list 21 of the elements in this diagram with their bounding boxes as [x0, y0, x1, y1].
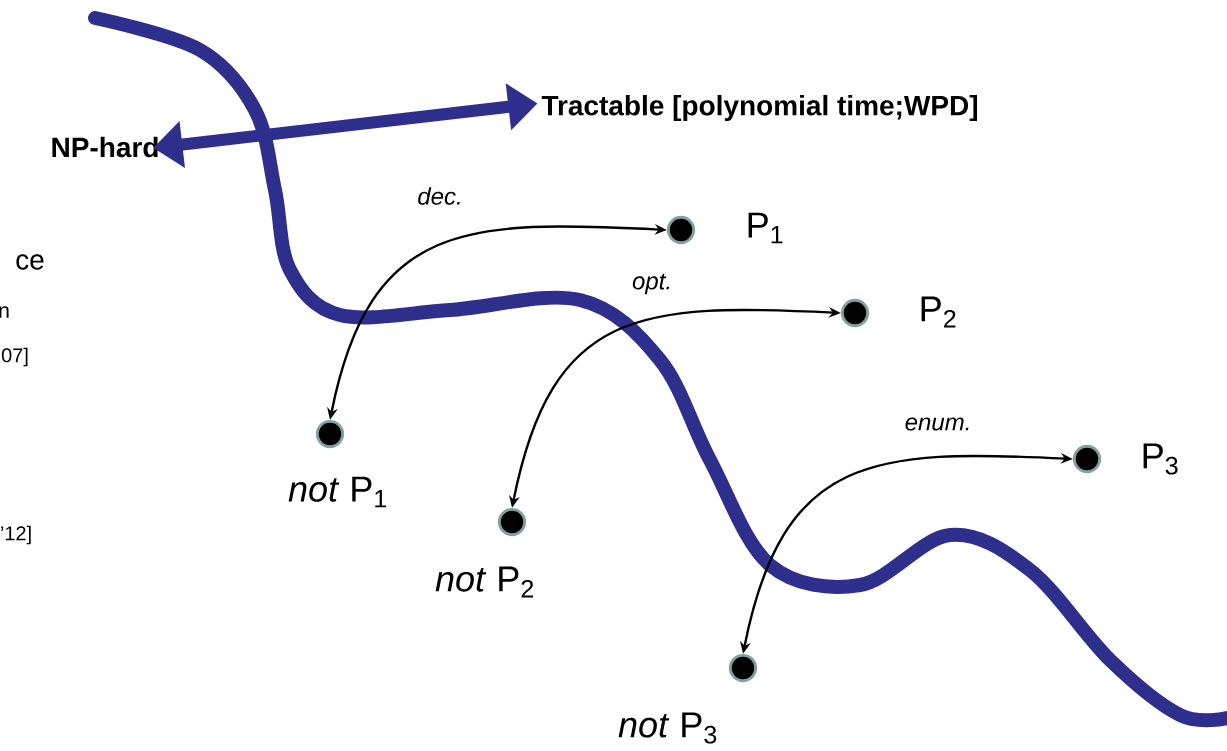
cut-off-text: 07]	[1, 347, 28, 367]
cut-off-text: n	[0, 306, 9, 318]
problem-dot	[497, 507, 527, 537]
problem-label: P$_{3}$	[1143, 443, 1178, 475]
edge-label: opt.	[630, 272, 674, 296]
problem-label: P$_{2}$	[921, 296, 956, 328]
problem-dot	[1072, 444, 1102, 474]
cut-off-text: ’12]	[1, 525, 31, 545]
problem-label: not P$_{3}$	[618, 712, 717, 744]
cut-off-text: ce	[16, 254, 44, 270]
problem-label: not P$_{1}$	[288, 476, 387, 508]
problem-dot	[666, 215, 696, 245]
problem-label: P$_{1}$	[748, 212, 783, 244]
problem-dot	[315, 419, 345, 449]
problem-dot	[728, 653, 758, 683]
problem-label: not P$_{2}$	[435, 566, 534, 598]
region-label: NP-hard	[52, 136, 158, 158]
problem-dot	[840, 298, 870, 328]
edge-label: enum.	[903, 416, 973, 432]
edge-label: dec.	[416, 185, 464, 207]
heading-text: Tractable [polynomial time;WPD]	[541, 94, 977, 122]
